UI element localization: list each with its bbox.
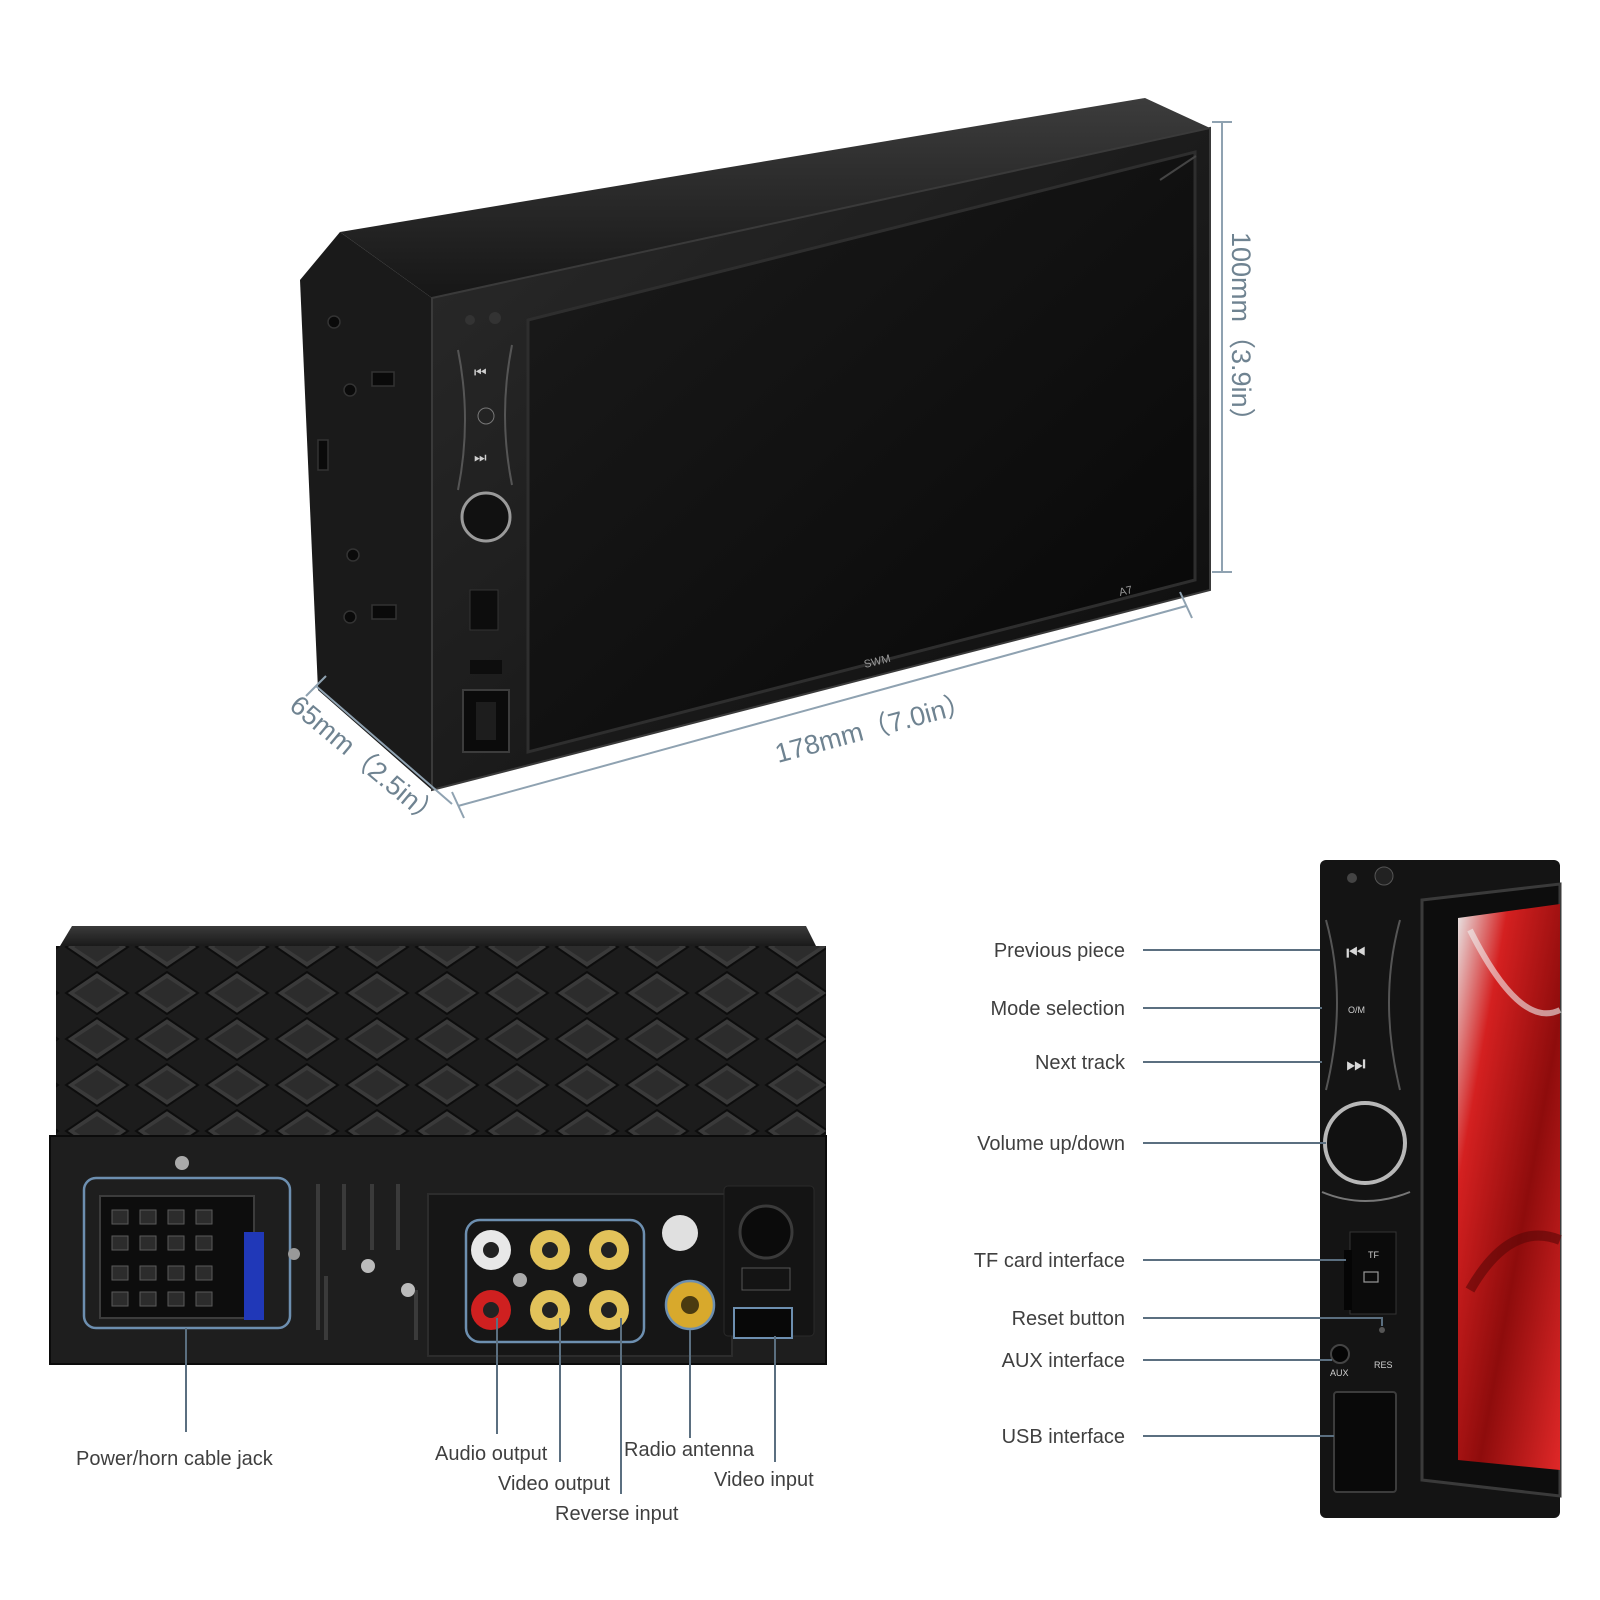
model-mark: A7 (1118, 584, 1134, 599)
tf-mark: TF (1368, 1250, 1379, 1260)
label-tf-card: TF card interface (974, 1250, 1125, 1272)
rear-vents (316, 1184, 418, 1340)
dimension-height: 100mm（3.9in） (1212, 121, 1256, 573)
label-reverse-input: Reverse input (555, 1503, 679, 1525)
svg-text:⏭: ⏭ (474, 450, 487, 466)
reset-hole (1379, 1327, 1385, 1333)
label-radio-antenna: Radio antenna (624, 1439, 755, 1461)
svg-text:⏮: ⏮ (474, 365, 487, 381)
heat-sink-grille (56, 946, 826, 1136)
unit-top-panel (340, 98, 1210, 298)
rear-panel (49, 926, 827, 1365)
iso-connector (82, 1156, 300, 1330)
unit-screen (526, 150, 1197, 754)
aux-jack (1330, 1344, 1350, 1364)
next-button-icon: ⏭ (1346, 1052, 1366, 1077)
side-mounting-holes (317, 315, 397, 624)
unit-front-controls: ⏮ ⏭ (457, 312, 513, 753)
aux-mark: AUX (1330, 1368, 1349, 1378)
volume-knob (1323, 1101, 1407, 1185)
label-mode-selection: Mode selection (990, 998, 1125, 1020)
label-video-input: Video input (714, 1469, 814, 1491)
usb-port (1333, 1391, 1397, 1493)
label-usb-interface: USB interface (1002, 1426, 1125, 1448)
video-input-socket (723, 1185, 815, 1339)
reset-mark: RES (1374, 1360, 1393, 1370)
rear-leader-lines (185, 1318, 776, 1494)
front-leader-lines (1143, 949, 1383, 1437)
rca-block (427, 1193, 733, 1357)
label-aux-interface: AUX interface (1002, 1350, 1125, 1372)
height-dimension-label: 100mm（3.9in） (1226, 232, 1256, 435)
label-volume: Volume up/down (977, 1133, 1125, 1155)
label-video-output: Video output (498, 1473, 610, 1495)
label-power-horn: Power/horn cable jack (76, 1448, 274, 1470)
label-reset-button: Reset button (1012, 1308, 1125, 1330)
front-panel-closeup: ⏮ O/M ⏭ TF AUX RES (1320, 860, 1562, 1518)
head-unit-isometric: ⏮ ⏭ SWM A7 (300, 98, 1211, 792)
width-dimension-label: 178mm（7.0in） (772, 687, 975, 768)
unit-side-panel (300, 232, 432, 790)
mode-button-mark: O/M (1348, 1005, 1365, 1015)
previous-button-icon: ⏮ (1346, 941, 1366, 966)
label-previous-piece: Previous piece (994, 940, 1125, 962)
label-audio-output: Audio output (435, 1443, 548, 1465)
front-labels: Previous piece Mode selection Next track… (974, 940, 1126, 1448)
label-next-track: Next track (1035, 1052, 1126, 1074)
tf-slot (1349, 1231, 1397, 1315)
